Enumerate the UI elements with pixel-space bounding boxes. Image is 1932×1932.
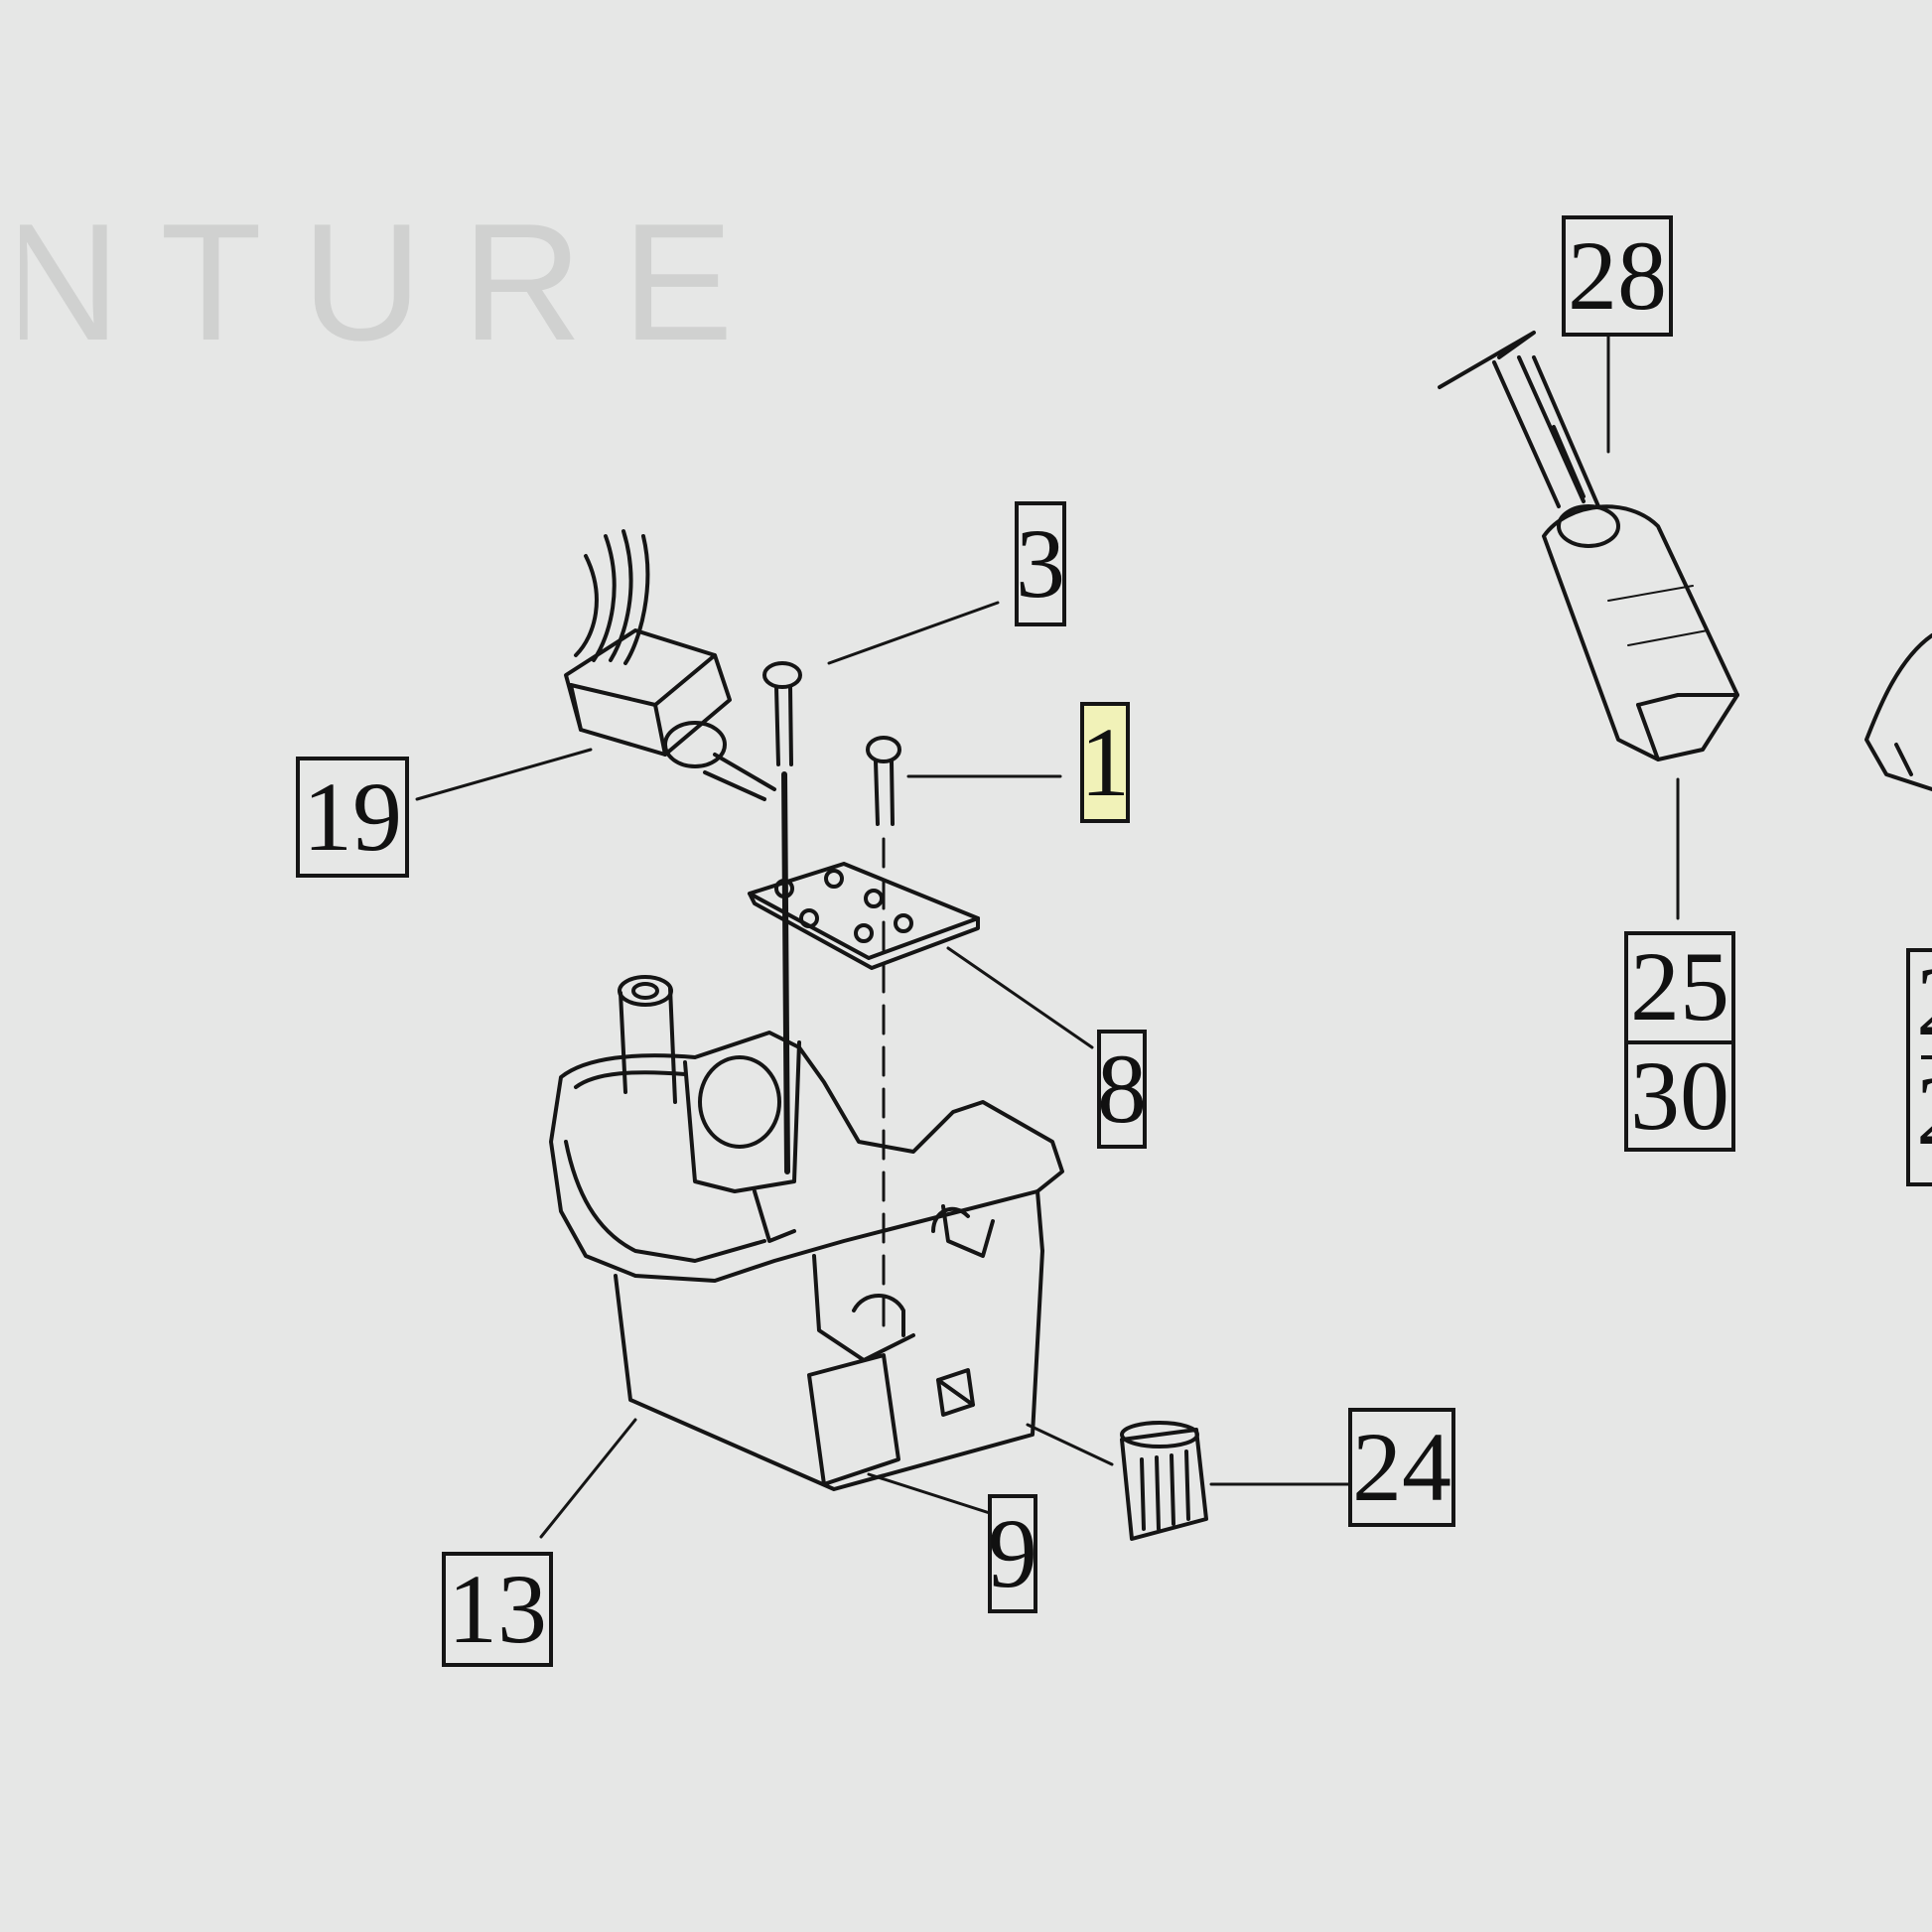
leader-lines — [415, 331, 1680, 1539]
callout-19: 19 — [296, 757, 409, 878]
callout-8: 8 — [1097, 1030, 1147, 1149]
plate-part-8 — [748, 862, 980, 970]
cap-part-24 — [1120, 1421, 1208, 1541]
callout-24: 24 — [1348, 1408, 1455, 1527]
watermark-text: NTURE — [0, 189, 773, 375]
callout-partial-divider — [1921, 1055, 1932, 1059]
partial-part-right-edge — [1864, 633, 1932, 791]
housing-part-13 — [549, 975, 1064, 1491]
callout-28: 28 — [1562, 215, 1673, 337]
callout-1: 1 — [1080, 702, 1130, 823]
screw-part-3 — [762, 661, 802, 1174]
callout-divider — [1628, 1040, 1731, 1044]
callout-25-30: 25 30 — [1624, 931, 1735, 1152]
bolt-part-1 — [866, 736, 901, 1332]
connector-part-19 — [564, 529, 776, 801]
callout-13: 13 — [442, 1552, 553, 1667]
callout-30: 30 — [1630, 1040, 1729, 1151]
callout-25: 25 — [1630, 931, 1729, 1041]
callout-3: 3 — [1015, 501, 1066, 626]
callout-partial-right-edge: 2 2 — [1906, 948, 1932, 1186]
callout-partial-bottom: 2 — [1916, 1061, 1932, 1161]
cylinder-part-25 — [1542, 504, 1739, 761]
callout-partial-top: 2 — [1916, 952, 1932, 1051]
callout-9: 9 — [988, 1494, 1037, 1613]
needle-part-28 — [1438, 331, 1600, 508]
